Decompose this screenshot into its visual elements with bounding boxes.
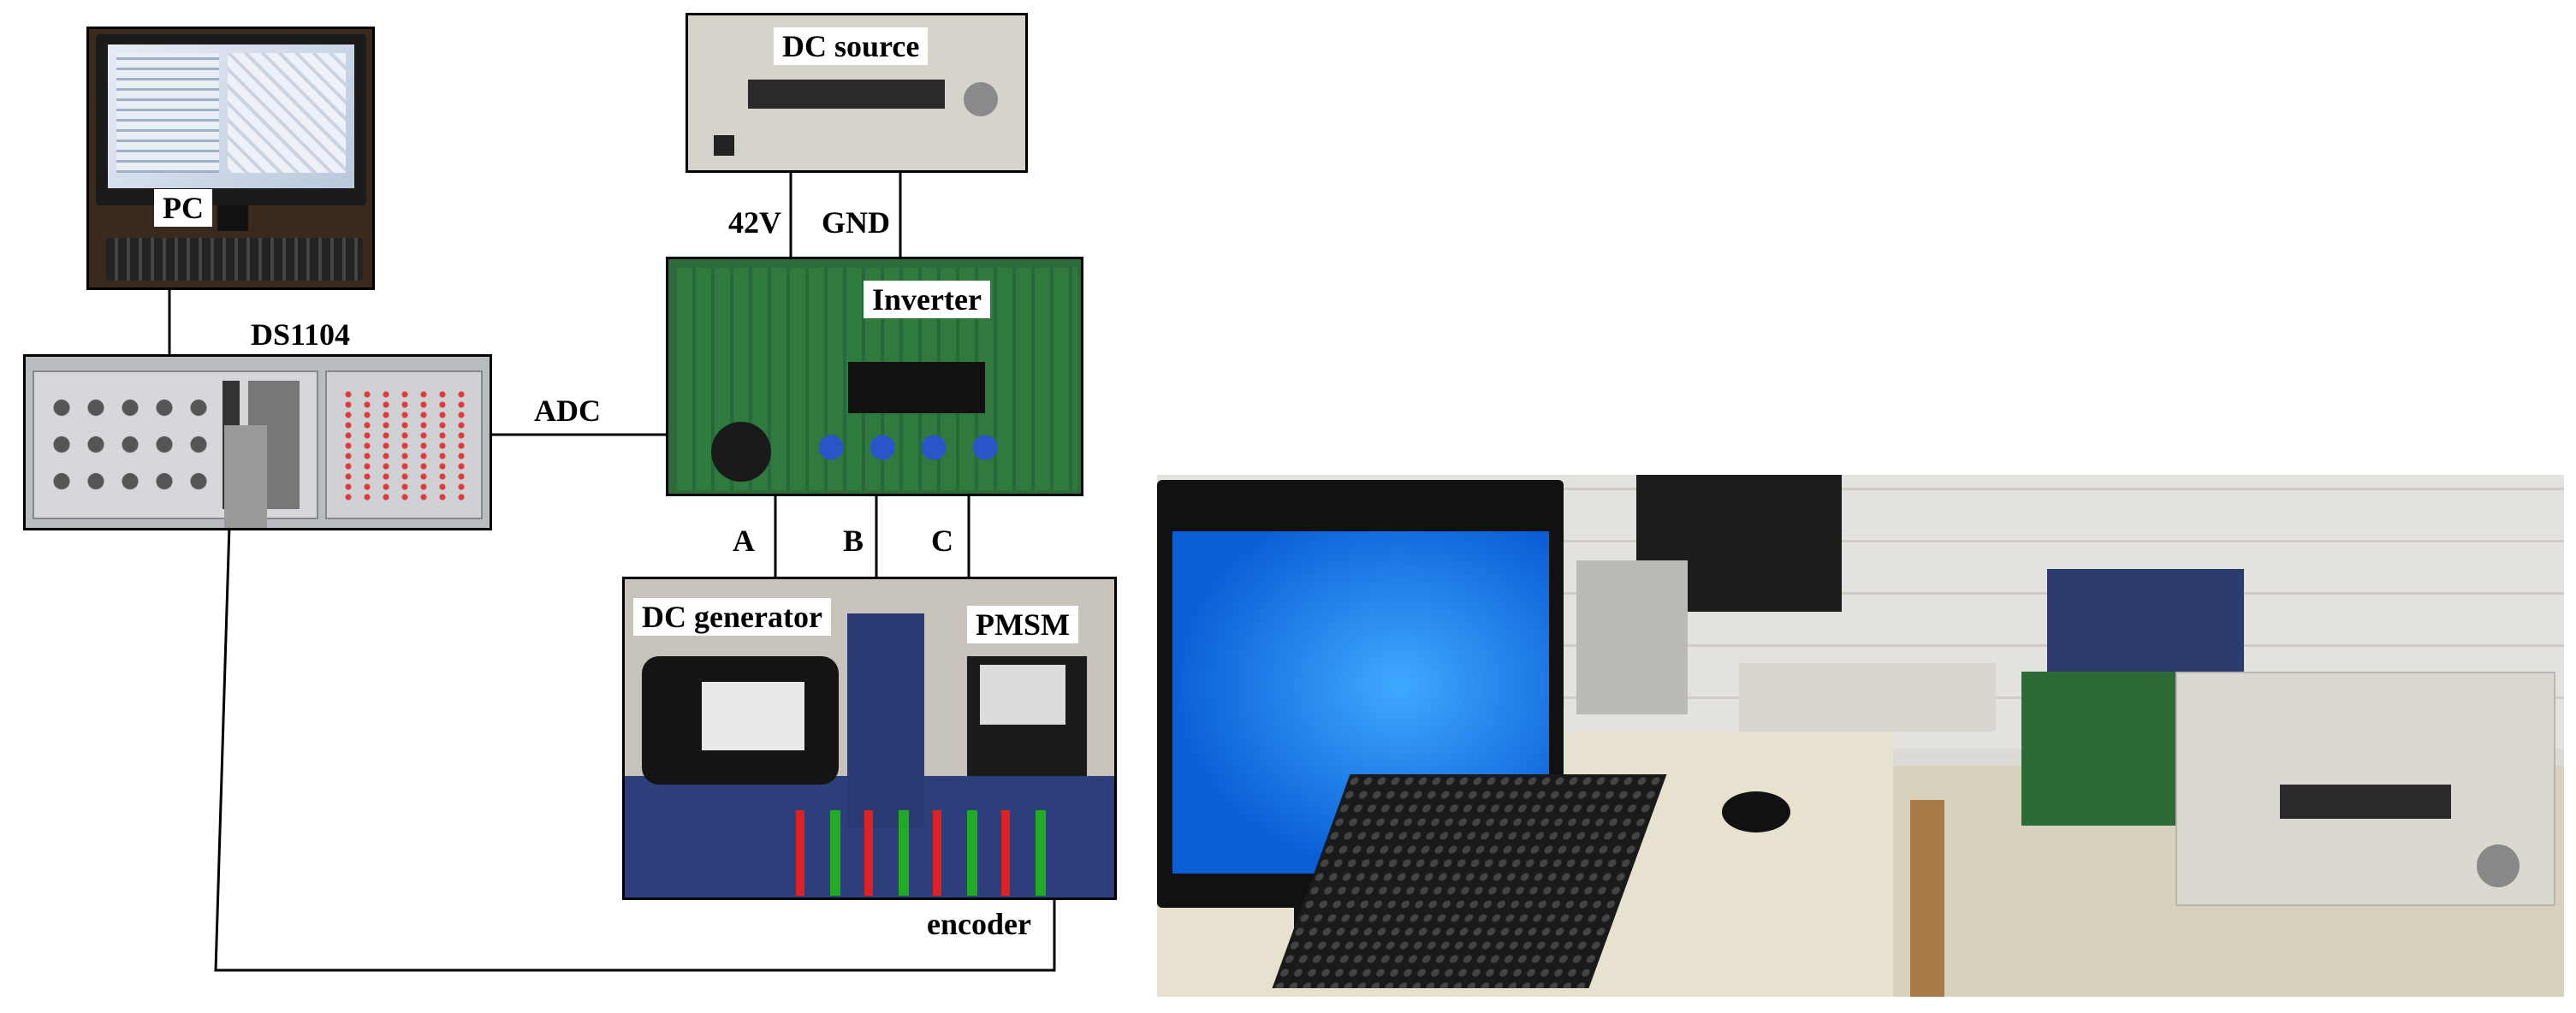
ds1104-label: DS1104: [251, 317, 351, 352]
dc-generator-label: DC generator: [633, 598, 831, 636]
ribbon-cable: [224, 425, 267, 528]
monitor: [96, 34, 366, 205]
mouse: [1722, 791, 1790, 832]
ds1104-box: [1739, 663, 1996, 732]
dc-source-power-switch: [714, 135, 734, 156]
coupling-bracket: [847, 613, 924, 827]
inverter-label: Inverter: [864, 281, 990, 318]
42v-label: 42V: [728, 205, 781, 240]
phase-c-label: C: [931, 524, 953, 558]
monitor-screen: [108, 44, 354, 188]
wire-encoder: [214, 524, 1056, 972]
dc-generator-sticker: [702, 682, 804, 750]
dc-source-label: DC source: [774, 27, 929, 65]
motor-rig: [2047, 569, 2244, 672]
cables: [796, 810, 1053, 896]
phase-a-label: A: [733, 524, 755, 558]
blue-components: [805, 430, 1011, 465]
encoder-label: encoder: [927, 907, 1031, 941]
ds1104-photo: [23, 354, 492, 530]
phase-b-label: B: [843, 524, 864, 558]
lab-setup-photo: [1157, 475, 2564, 997]
keyboard: [106, 238, 363, 281]
power-module: [848, 362, 985, 413]
gnd-label: GND: [822, 205, 890, 240]
monitor-stand: [217, 205, 248, 231]
pmsm-label: PMSM: [967, 606, 1078, 643]
dc-source-display: [748, 80, 945, 109]
capacitor: [711, 422, 771, 482]
table-leg: [1910, 800, 1944, 997]
oscilloscope: [1576, 560, 1688, 714]
dc-source-knob: [964, 82, 998, 116]
adc-label: ADC: [534, 394, 601, 428]
inverter-board-photo: [2021, 672, 2193, 826]
power-supply-unit: [2175, 672, 2555, 906]
led-panel: [325, 370, 483, 519]
pc-label: PC: [154, 189, 212, 227]
pmsm-sticker: [980, 665, 1065, 725]
pc-photo: [86, 27, 375, 290]
connector-panel: [33, 370, 318, 519]
